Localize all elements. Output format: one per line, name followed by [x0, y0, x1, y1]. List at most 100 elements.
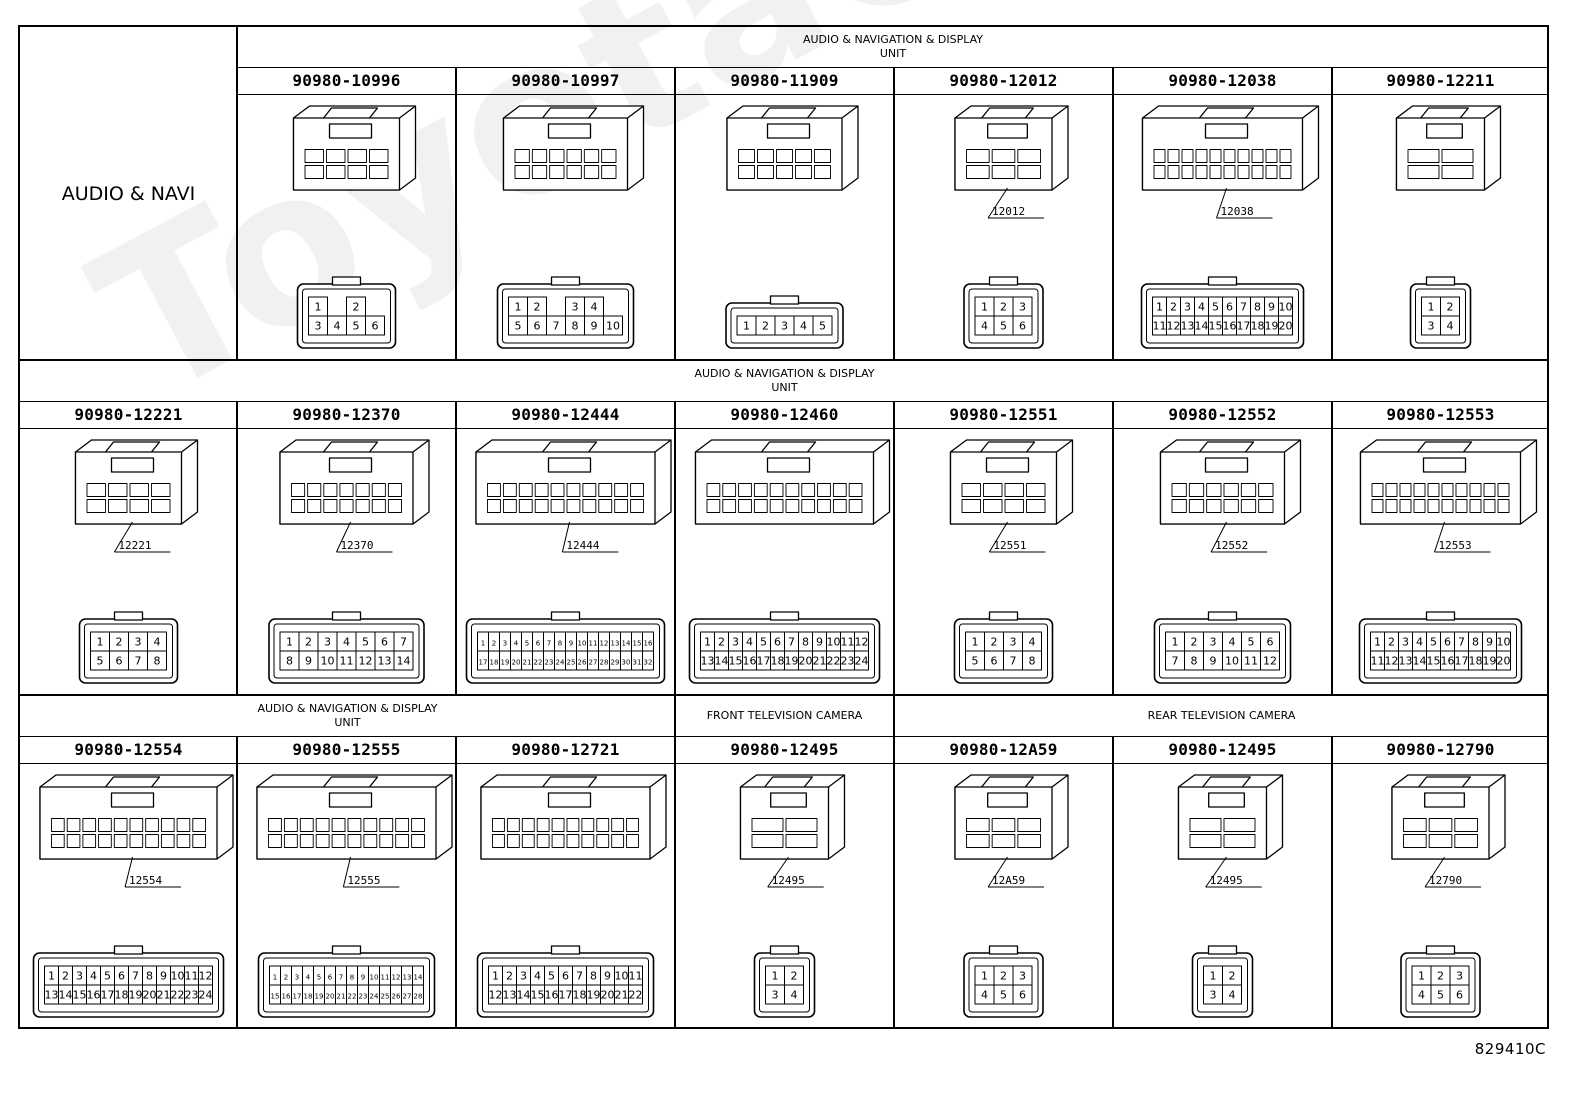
pin-number: 4: [1198, 301, 1205, 314]
pin-number: 7: [400, 636, 407, 649]
pin-number: 23: [359, 993, 368, 1001]
pin-number: 2: [1437, 970, 1444, 983]
pin-number: 9: [1486, 636, 1493, 649]
pin-number: 1: [97, 636, 104, 649]
grid-line: [455, 736, 457, 1029]
pin-number: 2: [1447, 301, 1454, 314]
pin-number: 8: [1191, 655, 1198, 668]
pin-number: 2: [1388, 636, 1395, 649]
pin-number: 2: [1229, 970, 1236, 983]
connector-tag-label: 12790: [1429, 874, 1462, 887]
pin-number: 3: [503, 640, 507, 648]
pin-number: 17: [757, 655, 771, 668]
pin-number: 9: [1268, 301, 1275, 314]
connector-tag-label: 12038: [1221, 205, 1254, 218]
pin-number: 17: [559, 989, 573, 1002]
pin-number: 25: [381, 993, 390, 1001]
pin-number: 4: [343, 636, 350, 649]
pin-number: 18: [1469, 655, 1483, 668]
pin-number: 10: [1497, 636, 1511, 649]
pin-number: 15: [271, 993, 280, 1001]
pin-number: 1: [972, 636, 979, 649]
pin-number: 22: [171, 989, 185, 1002]
pin-number: 4: [1447, 320, 1454, 333]
pin-number: 2: [353, 301, 360, 314]
pin-number: 3: [135, 636, 142, 649]
pin-number: 24: [855, 655, 869, 668]
pin-number: 4: [791, 989, 798, 1002]
pin-number: 19: [315, 993, 324, 1001]
pin-number: 5: [1000, 989, 1007, 1002]
pin-number: 21: [157, 989, 171, 1002]
side-label: AUDIO & NAVI: [61, 182, 196, 205]
part-number: 90980-12A59: [949, 740, 1058, 759]
grid-line: [20, 694, 1549, 696]
section-header-line: UNIT: [879, 47, 907, 60]
pin-number: 13: [701, 655, 715, 668]
pin-number: 8: [1472, 636, 1479, 649]
pin-number: 14: [397, 655, 411, 668]
pin-number: 9: [305, 655, 312, 668]
part-number: 90980-12553: [1386, 405, 1495, 424]
pin-number: 10: [321, 655, 335, 668]
pin-number: 2: [506, 970, 513, 983]
pin-number: 2: [1191, 636, 1198, 649]
grid-line: [674, 736, 676, 1029]
pin-number: 5: [972, 655, 979, 668]
pin-number: 1: [704, 636, 711, 649]
pin-cell: [198, 984, 213, 1005]
pin-number: 22: [827, 655, 841, 668]
pin-number: 7: [339, 974, 343, 982]
pin-number: 6: [774, 636, 781, 649]
pin-number: 6: [372, 320, 379, 333]
pin-number: 8: [802, 636, 809, 649]
pin-number: 13: [403, 974, 412, 982]
pin-number: 2: [718, 636, 725, 649]
pin-number: 20: [512, 659, 521, 667]
pin-number: 17: [479, 659, 488, 667]
pin-number: 22: [348, 993, 357, 1001]
pin-number: 18: [115, 989, 129, 1002]
pin-number: 7: [553, 320, 560, 333]
pin-number: 28: [600, 659, 609, 667]
grid-line: [1331, 736, 1333, 1029]
pin-number: 7: [1240, 301, 1247, 314]
grid-line: [1112, 736, 1114, 1029]
pin-number: 4: [591, 301, 598, 314]
pin-number: 1: [981, 301, 988, 314]
part-number: 90980-12552: [1168, 405, 1277, 424]
pin-number: 11: [185, 970, 199, 983]
pin-number: 17: [1455, 655, 1469, 668]
pin-number: 3: [781, 320, 788, 333]
pin-number: 5: [1212, 301, 1219, 314]
pin-number: 11: [1153, 320, 1167, 333]
pin-cell: [1440, 315, 1460, 336]
pin-cell: [603, 315, 623, 336]
pin-cell: [1022, 650, 1042, 671]
pin-cell: [412, 984, 424, 1005]
pin-number: 7: [135, 655, 142, 668]
pin-number: 5: [317, 974, 321, 982]
pin-number: 5: [515, 320, 522, 333]
part-number: 90980-12221: [74, 405, 183, 424]
pin-number: 1: [481, 640, 485, 648]
pin-number: 1: [1418, 970, 1425, 983]
pin-number: 10: [1225, 655, 1239, 668]
pin-number: 12: [855, 636, 869, 649]
pin-number: 5: [1437, 989, 1444, 1002]
pin-number: 3: [1010, 636, 1017, 649]
grid-line: [20, 400, 1549, 402]
connector-tag-label: 12444: [566, 539, 599, 552]
pin-number: 7: [1172, 655, 1179, 668]
pin-number: 20: [601, 989, 615, 1002]
pin-number: 2: [991, 636, 998, 649]
grid-line: [893, 67, 895, 360]
